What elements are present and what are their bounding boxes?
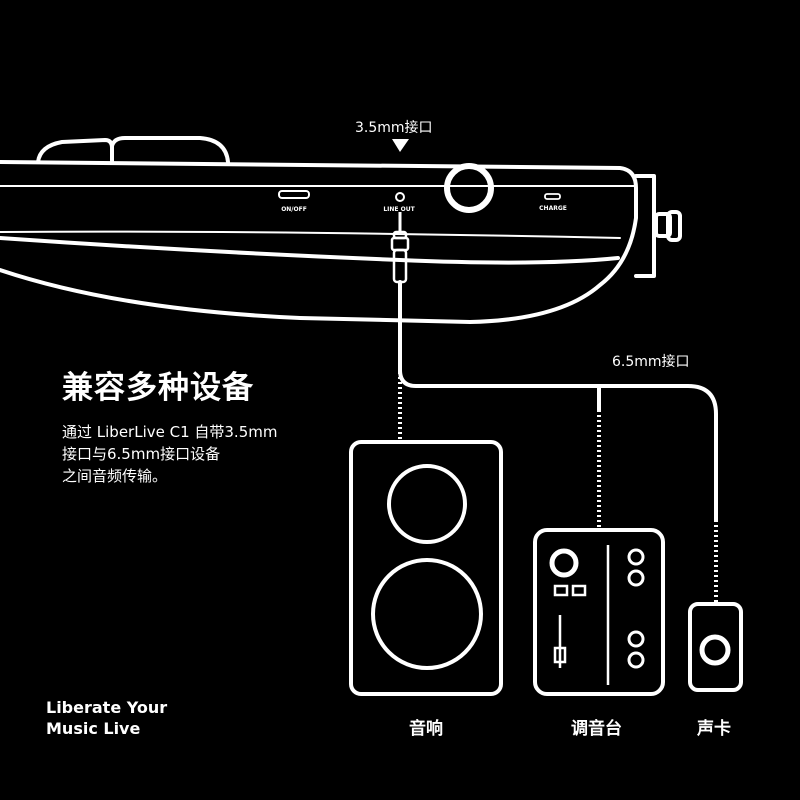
description-line-1: 通过 LiberLive C1 自带3.5mm bbox=[62, 423, 278, 441]
line-out-port bbox=[395, 192, 405, 202]
charge-label: CHARGE bbox=[539, 205, 567, 212]
slogan: Liberate Your Music Live bbox=[46, 697, 167, 739]
sound-card-device bbox=[688, 602, 743, 692]
arrow-down-icon bbox=[392, 139, 409, 152]
slogan-line-1: Liberate Your bbox=[46, 698, 168, 717]
plug-3-5mm bbox=[390, 212, 410, 284]
jack-6-5mm-label: 6.5mm接口 bbox=[612, 354, 690, 370]
description: 通过 LiberLive C1 自带3.5mm 接口与6.5mm接口设备 之间音… bbox=[62, 421, 322, 487]
cables bbox=[398, 280, 718, 522]
mixer-device bbox=[533, 528, 665, 696]
speaker-label: 音响 bbox=[409, 719, 443, 739]
speaker-device bbox=[349, 440, 503, 696]
headline: 兼容多种设备 bbox=[62, 370, 254, 406]
slogan-line-2: Music Live bbox=[46, 719, 141, 738]
charge-port bbox=[544, 193, 561, 200]
jack-3-5mm-label: 3.5mm接口 bbox=[355, 120, 433, 136]
cable-stripes bbox=[398, 372, 718, 604]
description-line-3: 之间音频传输。 bbox=[62, 467, 168, 485]
mixer-label: 调音台 bbox=[571, 719, 622, 739]
instrument-body bbox=[0, 136, 682, 324]
power-label: ON/OFF bbox=[281, 206, 307, 213]
line-out-label: LINE OUT bbox=[383, 206, 415, 213]
description-line-2: 接口与6.5mm接口设备 bbox=[62, 445, 221, 463]
sound-card-label: 声卡 bbox=[697, 719, 731, 739]
power-switch bbox=[278, 190, 310, 199]
